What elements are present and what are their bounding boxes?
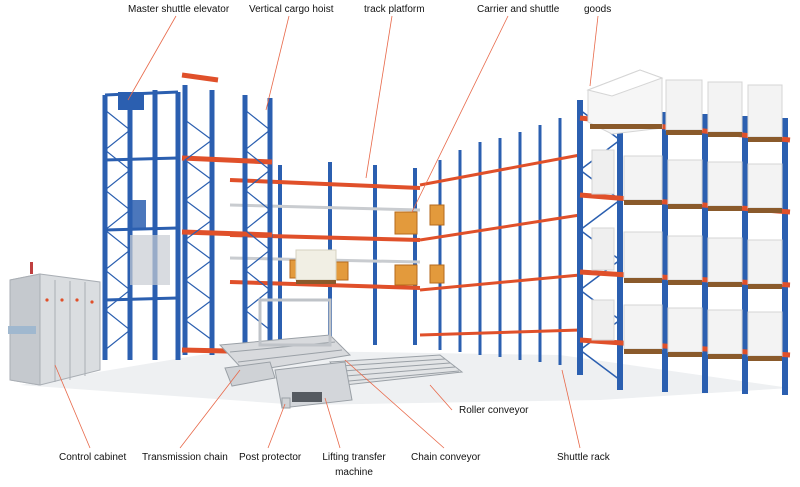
leader-carrier-and-shuttle xyxy=(411,15,509,213)
leader-post-protector xyxy=(267,403,286,449)
leader-lifting-transfer-machine xyxy=(324,397,341,449)
shuttle-rack-back-beams xyxy=(419,153,581,337)
label-master-shuttle-elevator: Master shuttle elevator xyxy=(128,4,230,15)
label-vertical-cargo-hoist: Vertical cargo hoist xyxy=(249,4,334,15)
shuttle-rack xyxy=(419,69,791,395)
label-control-cabinet: Control cabinet xyxy=(59,452,127,463)
leader-chain-conveyor xyxy=(344,359,445,449)
leader-vertical-cargo-hoist xyxy=(265,15,290,111)
control-cabinet xyxy=(8,262,101,386)
label-carrier-and-shuttle: Carrier and shuttle xyxy=(477,4,560,15)
leader-track-platform xyxy=(365,15,393,179)
vertical-cargo-hoist xyxy=(181,72,273,355)
label-transmission-chain: Transmission chain xyxy=(142,452,228,463)
lifting-frame xyxy=(258,298,332,347)
label-lifting-transfer-machine-line1: Lifting transfer xyxy=(322,452,386,463)
shuttle-rack-back-bays xyxy=(438,118,562,365)
elevator-cage xyxy=(130,235,170,285)
platform-goods xyxy=(295,249,337,284)
elevator-carriage xyxy=(128,200,146,230)
leader-master-shuttle-elevator xyxy=(127,15,177,101)
transmission-chain xyxy=(224,361,276,387)
pallets xyxy=(590,124,782,361)
cabinet-warning-light xyxy=(30,262,33,274)
goods-pallet-loads xyxy=(586,69,783,357)
leader-control-cabinet xyxy=(54,364,91,449)
master-shuttle-elevator xyxy=(102,90,181,360)
leader-lines xyxy=(54,15,599,449)
lifting-transfer-machine xyxy=(274,361,353,409)
label-lifting-transfer-machine: Lifting transfer machine xyxy=(321,452,387,479)
label-chain-conveyor: Chain conveyor xyxy=(411,452,481,463)
cabinet-label-plate xyxy=(8,326,36,334)
leader-goods xyxy=(589,15,599,87)
label-roller-conveyor: Roller conveyor xyxy=(459,405,529,416)
leader-shuttle-rack xyxy=(561,369,581,449)
label-track-platform: track platform xyxy=(364,4,425,15)
label-shuttle-rack: Shuttle rack xyxy=(557,452,610,463)
elevator-motor-box xyxy=(118,92,144,110)
leader-transmission-chain xyxy=(179,369,241,449)
label-post-protector: Post protector xyxy=(239,452,302,463)
post-protector xyxy=(281,397,291,409)
leader-roller-conveyor xyxy=(429,384,453,411)
label-goods: goods xyxy=(584,4,612,15)
chain-conveyor xyxy=(218,298,352,373)
label-lifting-transfer-machine-line2: machine xyxy=(335,467,373,478)
